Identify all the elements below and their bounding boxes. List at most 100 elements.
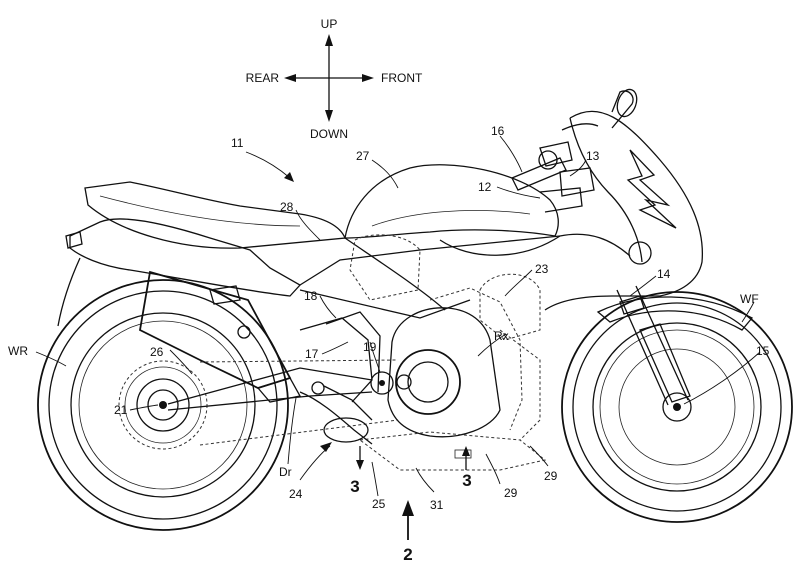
leader-27: [371, 159, 399, 189]
label-13: 13: [586, 149, 600, 163]
front-cowl: [544, 88, 704, 311]
view-mark-2: 2: [403, 545, 412, 564]
engine: [349, 234, 547, 471]
leader-lines: [35, 135, 761, 497]
label-26: 26: [150, 345, 164, 359]
compass-front-label: FRONT: [381, 71, 423, 85]
windscreen-edge: [561, 123, 599, 131]
reference-labels: 11 27 28 16 13 12 23 14 WF 15 Rx WR 26 2…: [8, 124, 770, 512]
label-14: 14: [657, 267, 671, 281]
handlebar-assembly: [511, 141, 595, 213]
rear-tire-inner: [48, 290, 278, 520]
fork-tubes: [616, 285, 689, 406]
leader-11: [245, 151, 291, 179]
leader-31: [415, 467, 435, 493]
fairing-side-line: [344, 237, 446, 311]
front-axle: [673, 403, 681, 411]
leader-28: [295, 209, 321, 241]
fork-clamp: [619, 295, 645, 315]
tank-knee-recess: [371, 210, 531, 227]
leader-wr: [35, 351, 67, 367]
muffler: [138, 270, 302, 403]
label-12: 12: [478, 180, 492, 194]
label-dr: Dr: [279, 465, 292, 479]
muffler-end-cap: [256, 377, 302, 403]
leader-dr: [287, 397, 297, 465]
top-bridge: [559, 167, 595, 197]
label-18: 18: [304, 289, 318, 303]
seat: [84, 181, 346, 249]
frame: [167, 289, 471, 446]
arrow-left-icon: [284, 74, 296, 82]
fuel-tank: [344, 164, 559, 239]
compass-rear-label: REAR: [246, 71, 280, 85]
front-fork: [596, 285, 754, 406]
pivot-bolt: [379, 380, 385, 386]
front-rim-inner: [599, 329, 755, 485]
label-wf: WF: [740, 292, 759, 306]
frame-inner-plate: [325, 311, 381, 393]
under-cowl: [358, 431, 547, 471]
footpeg: [311, 381, 325, 395]
cowl-graphic-decal: [626, 149, 677, 229]
front-rim-outer: [592, 322, 762, 492]
seat-line: [99, 195, 301, 227]
label-17: 17: [305, 347, 319, 361]
leader-29-upper: [529, 445, 549, 467]
leader-rx: [477, 333, 507, 357]
leader-25: [371, 461, 379, 497]
leader-15: [683, 351, 761, 405]
drain-bolt: [454, 449, 472, 459]
leader-23: [504, 269, 533, 297]
clutch-cover: [395, 349, 461, 415]
turn-signal-lamp: [628, 241, 652, 265]
mirror: [616, 88, 638, 118]
rear-hub: [136, 378, 190, 432]
rear-axle: [159, 401, 167, 409]
catalyst-chamber: [323, 417, 369, 443]
tail-cowl: [69, 218, 302, 297]
leader-12: [496, 186, 541, 199]
swingarm-pivot: [370, 371, 394, 395]
handlebar-grip: [511, 157, 567, 191]
cowl-inner-line: [569, 117, 643, 263]
rear-body: [57, 218, 631, 327]
rear-sprocket-outline: [118, 360, 208, 450]
label-21: 21: [114, 403, 128, 417]
rear-rim-inner: [78, 320, 248, 490]
direction-compass: UP DOWN REAR FRONT: [246, 17, 423, 141]
front-hub: [662, 392, 692, 422]
brake-reservoir: [539, 141, 573, 167]
muffler-bolt: [237, 325, 251, 339]
label-29-lower: 29: [504, 486, 518, 500]
front-tire-inner: [572, 302, 782, 512]
label-27: 27: [356, 149, 370, 163]
clutch-cover-inner: [407, 361, 449, 403]
rear-axle-collar: [147, 389, 179, 421]
tank-outline: [344, 164, 559, 239]
front-disc: [618, 348, 736, 466]
arrow-right-icon: [362, 74, 374, 82]
exhaust-pipe-front: [499, 329, 541, 441]
step-bracket: [299, 381, 373, 445]
label-rx: Rx: [494, 329, 509, 343]
leader-24-arrow-icon: [320, 442, 332, 452]
exhaust-link-pipe: [299, 391, 373, 445]
tail-light: [65, 231, 83, 249]
side-panel-upper: [299, 235, 561, 286]
leader-29-lower: [485, 453, 501, 485]
frame-upper-rail: [299, 289, 471, 319]
label-19: 19: [363, 340, 377, 354]
leader-13: [569, 159, 587, 177]
front-fender: [596, 296, 754, 331]
fairing-mid-line: [439, 233, 631, 257]
rear-fender-hugger: [57, 257, 81, 327]
muffler-bracket: [209, 285, 241, 305]
seat-outline: [84, 181, 346, 249]
label-28: 28: [280, 200, 294, 214]
steering-stem: [539, 187, 583, 213]
leader-wf: [741, 301, 755, 323]
front-tire-outer: [561, 291, 793, 523]
cylinder-outline: [429, 287, 523, 431]
